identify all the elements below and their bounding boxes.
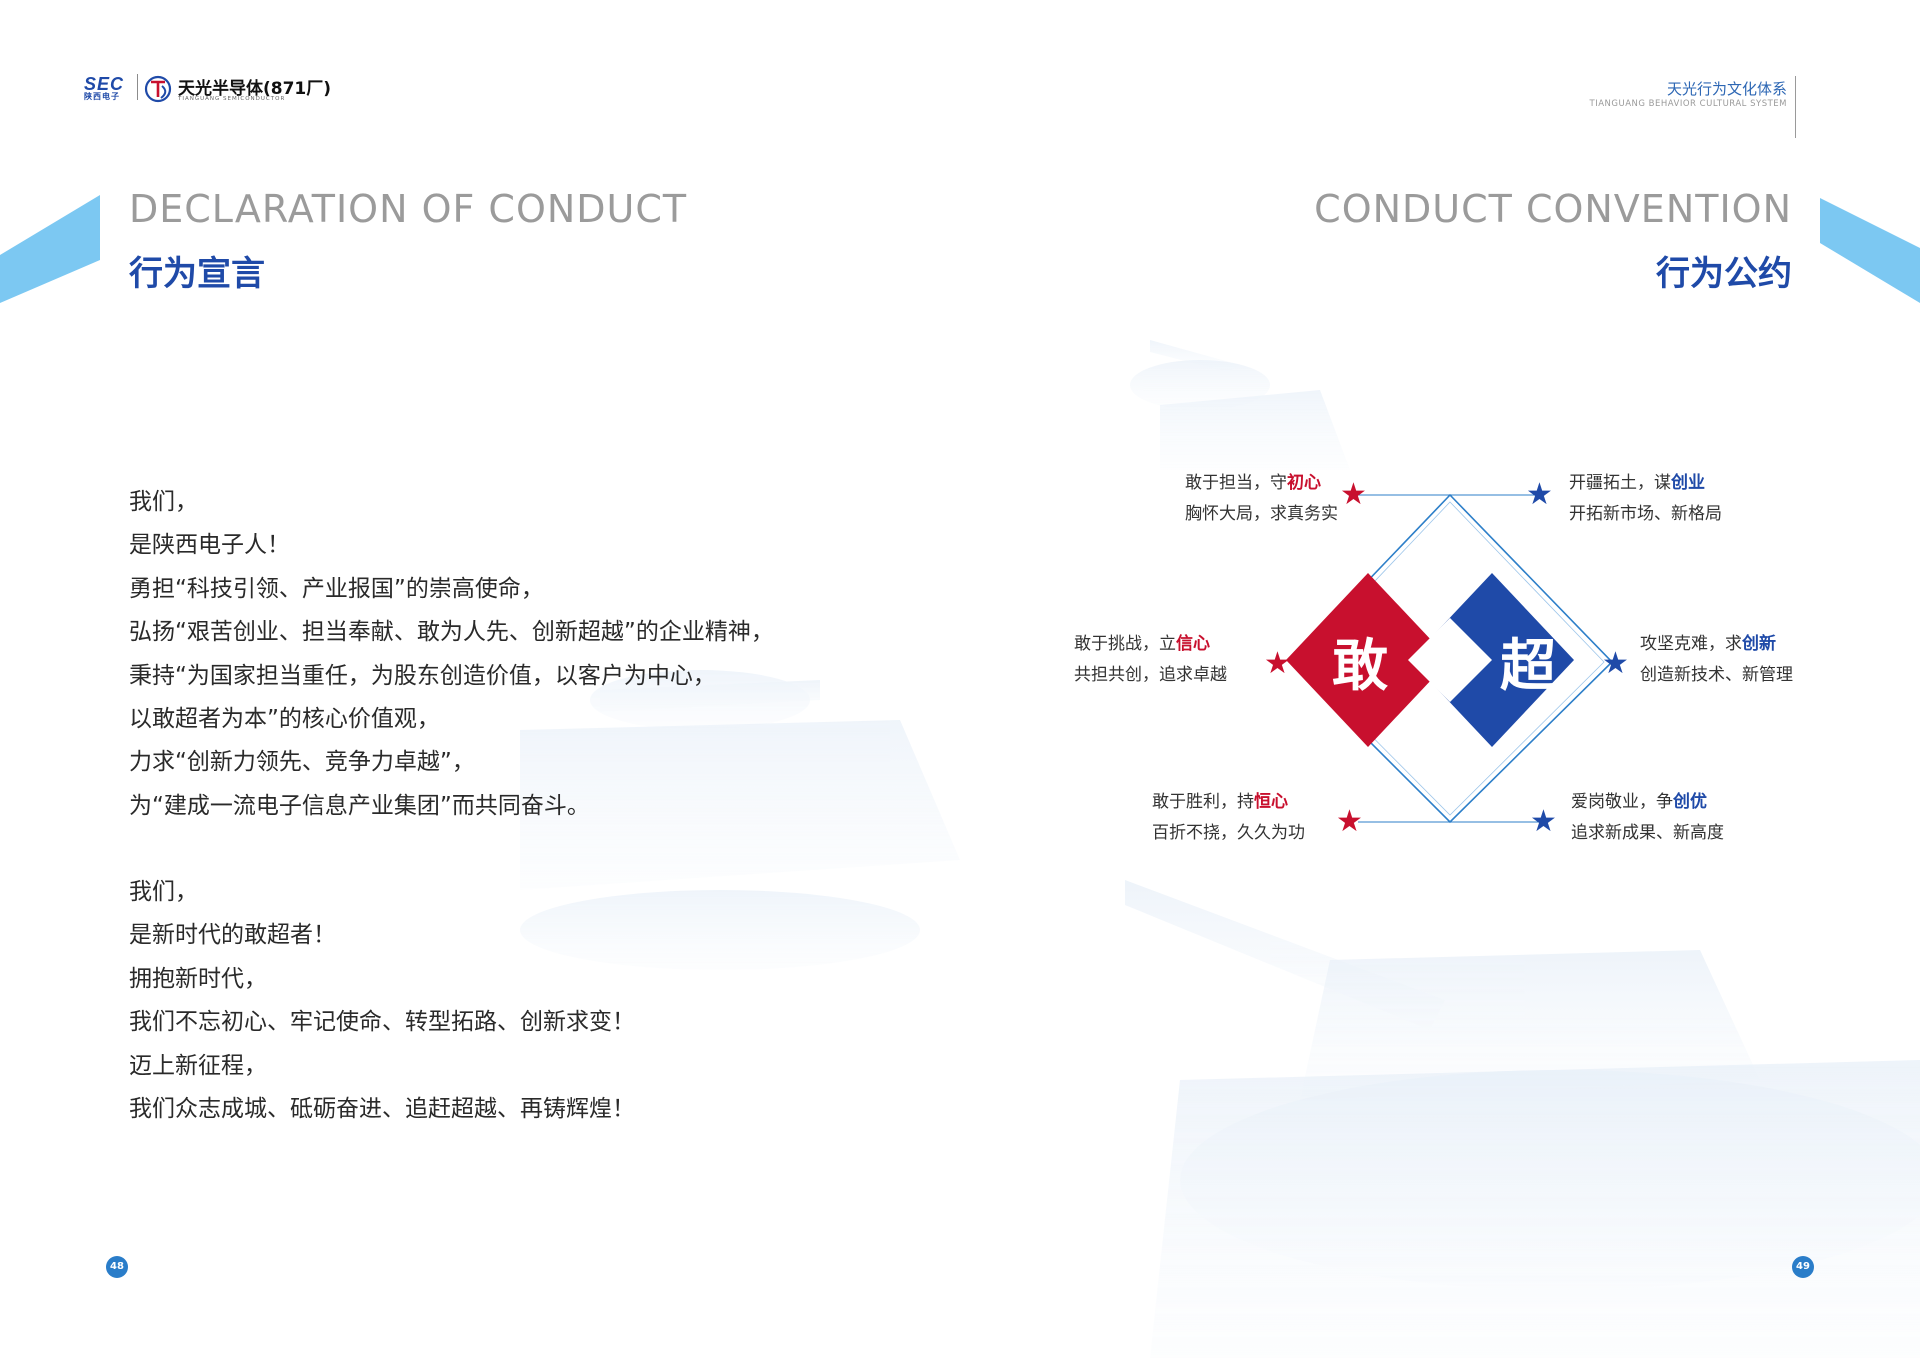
declaration-line: 我们，	[129, 489, 198, 515]
convention-item-mid-left: 敢于挑战，立信心 共担共创，追求卓越	[1074, 634, 1227, 685]
blue-star-icon: ★	[1602, 646, 1629, 681]
declaration-line: 迈上新征程，	[129, 1052, 267, 1079]
convention-item-top-left: 敢于担当，守初心 胸怀大局，求真务实	[1185, 473, 1338, 524]
center-char-gan: 敢	[1332, 633, 1388, 699]
center-white-diamond	[1408, 618, 1492, 702]
right-accent-stripe	[1820, 198, 1920, 303]
right-title-cn: 行为公约	[1656, 254, 1792, 294]
declaration-line: 我们，	[129, 879, 198, 905]
red-star-icon: ★	[1264, 646, 1291, 681]
page-number-right: 49	[1792, 1256, 1814, 1278]
sec-logo: SEC 陕西电子	[84, 74, 130, 102]
center-char-chao: 超	[1500, 633, 1556, 699]
red-star-icon: ★	[1336, 804, 1363, 839]
system-title-cn: 天光行为文化体系	[1666, 80, 1787, 98]
declaration-line: 力求“创新力领先、竞争力卓越”，	[129, 749, 475, 776]
declaration-line: 我们不忘初心、牢记使命、转型拓路、创新求变！	[129, 1009, 635, 1036]
sec-logo-subtext: 陕西电子	[84, 92, 120, 101]
declaration-line: 以敢超者为本”的核心价值观，	[129, 705, 440, 732]
blue-star-icon: ★	[1530, 804, 1557, 839]
left-accent-stripe	[0, 195, 100, 303]
sec-logo-text: SEC	[84, 74, 125, 94]
declaration-line: 弘扬“艰苦创业、担当奉献、敢为人先、创新超越”的企业精神，	[129, 619, 774, 646]
convention-item-top-right: 开疆拓土，谋创业 开拓新市场、新格局	[1569, 473, 1722, 524]
red-diamond	[1286, 573, 1450, 747]
brand-name: 天光半导体(871厂)	[178, 79, 332, 99]
declaration-line: 是陕西电子人！	[129, 532, 290, 559]
declaration-line: 为“建成一流电子信息产业集团”而共同奋斗。	[129, 792, 590, 819]
conduct-convention-diagram	[1286, 493, 1614, 824]
declaration-line: 勇担“科技引领、产业报国”的崇高使命，	[129, 575, 544, 602]
convention-item-bottom-right: 爱岗敬业，争创优 追求新成果、新高度	[1571, 792, 1724, 843]
blue-star-icon: ★	[1526, 477, 1553, 512]
convention-item-bottom-left: 敢于胜利，持恒心 百折不挠，久久为功	[1152, 792, 1305, 843]
declaration-paragraph-1: 我们， 是陕西电子人！ 勇担“科技引领、产业报国”的崇高使命， 弘扬“艰苦创业、…	[129, 481, 774, 828]
left-title-cn: 行为宣言	[129, 254, 265, 294]
tianguang-logo-icon	[144, 75, 172, 103]
page-number-left: 48	[106, 1256, 128, 1278]
right-title-en: CONDUCT CONVENTION	[1314, 187, 1792, 231]
brand-subtitle: TIANGUANG SEMICONDUCTOR	[178, 96, 286, 102]
declaration-line: 秉持“为国家担当重任，为股东创造价值，以客户为中心，	[129, 662, 716, 689]
convention-item-mid-right: 攻坚克难，求创新 创造新技术、新管理	[1640, 634, 1793, 685]
declaration-line: 拥抱新时代，	[129, 965, 267, 992]
declaration-line: 我们众志成城、砥砺奋进、追赶超越、再铸辉煌！	[129, 1095, 635, 1122]
declaration-paragraph-2: 我们， 是新时代的敢超者！ 拥抱新时代， 我们不忘初心、牢记使命、转型拓路、创新…	[129, 871, 635, 1131]
red-star-icon: ★	[1340, 477, 1367, 512]
declaration-line: 是新时代的敢超者！	[129, 922, 336, 949]
left-title-en: DECLARATION OF CONDUCT	[129, 187, 688, 231]
system-title-en: TIANGUANG BEHAVIOR CULTURAL SYSTEM	[1589, 99, 1787, 109]
header-logo-divider	[137, 74, 138, 100]
header-vertical-rule	[1795, 76, 1796, 138]
